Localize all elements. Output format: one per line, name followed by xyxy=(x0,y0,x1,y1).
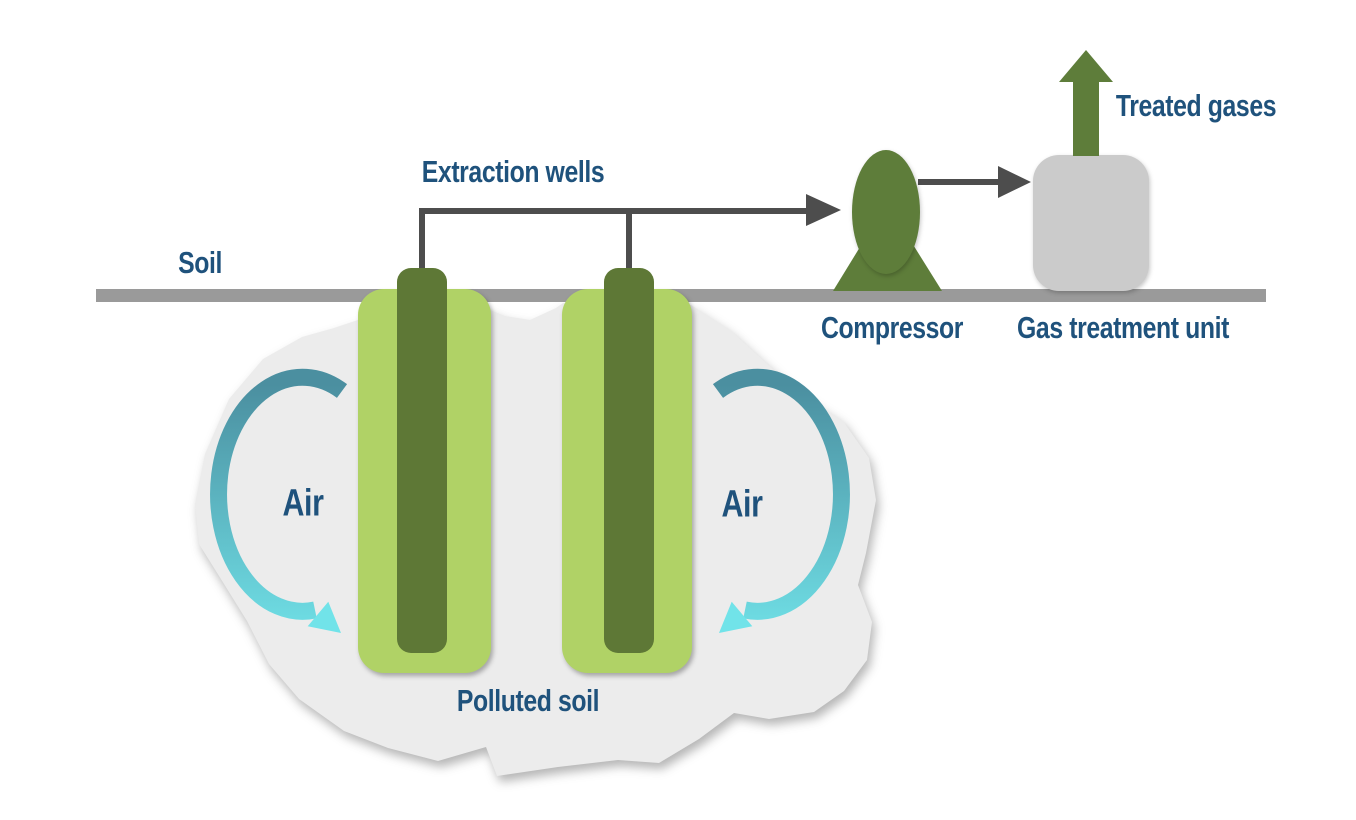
compressor-shape xyxy=(833,150,942,291)
air-arrowhead-right xyxy=(719,601,753,633)
pipe-horizontal xyxy=(419,208,807,214)
treated-gases-arrowhead xyxy=(1059,50,1113,82)
extraction-wells-label: Extraction wells xyxy=(421,154,605,189)
gas-treatment-unit-box xyxy=(1033,155,1149,291)
air-flow-arrow-right xyxy=(712,368,850,633)
compressor-label: Compressor xyxy=(820,310,964,345)
extraction-well-right xyxy=(562,268,692,673)
treated-gases-arrow xyxy=(1059,50,1113,156)
pipe-compressor-to-unit xyxy=(918,179,1000,185)
polluted-soil-label: Polluted soil xyxy=(456,683,600,718)
arrowhead-to-gas-unit xyxy=(998,166,1031,198)
air-flow-arrow-left xyxy=(210,368,348,633)
soil-label: Soil xyxy=(178,245,222,280)
air-label-left: Air xyxy=(282,482,324,525)
treated-gases-arrow-shaft xyxy=(1073,78,1099,156)
pipe-vertical-left-well xyxy=(419,208,425,270)
air-label-right: Air xyxy=(721,483,763,526)
extraction-well-left xyxy=(358,268,491,673)
well-tube-right xyxy=(604,268,654,653)
pipe-vertical-right-well xyxy=(626,208,632,270)
well-tube-left xyxy=(397,268,447,653)
extraction-piping xyxy=(419,166,1031,270)
compressor-ellipse xyxy=(852,150,920,274)
treated-gases-label: Treated gases xyxy=(1115,88,1277,123)
gas-treatment-unit-label: Gas treatment unit xyxy=(1017,310,1229,345)
air-arc-right xyxy=(712,368,850,620)
air-arc-left xyxy=(210,368,348,620)
air-arrowhead-left xyxy=(307,601,341,633)
pipe-arrowhead-to-compressor xyxy=(806,194,841,226)
